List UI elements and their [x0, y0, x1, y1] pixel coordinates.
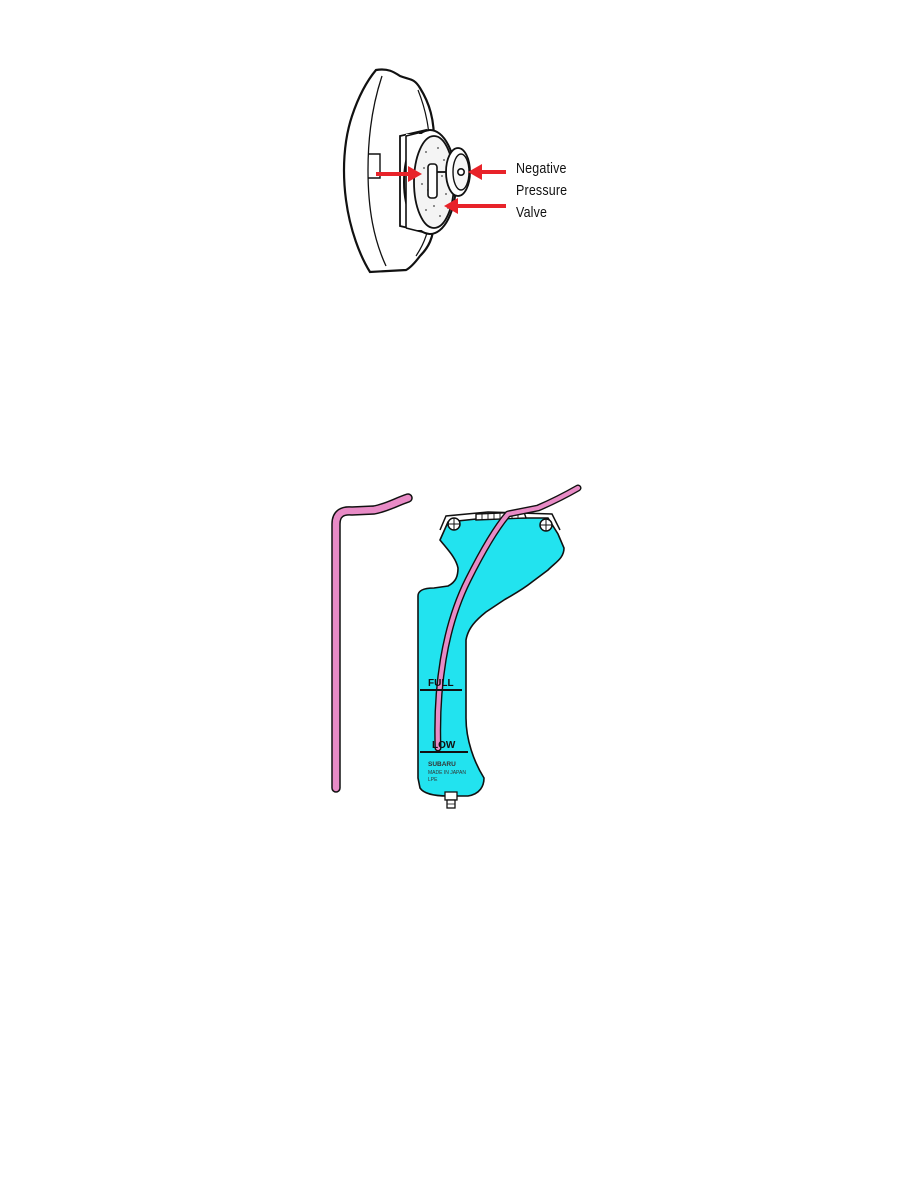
valve-stem-slot [427, 163, 438, 199]
overflow-hose-left [331, 493, 413, 793]
arrow-to-pressure-valve-head [444, 198, 458, 214]
pointer-arrows [376, 164, 506, 214]
radiator-cap-figure [330, 60, 620, 290]
reservoir-tank-drawing: FULL LOW SUBARU MADE IN JAPAN LPE [331, 484, 582, 809]
negative-pressure-valve-callout: Negative Pressure Valve [516, 158, 567, 224]
cap-wing-inner-edge [367, 75, 387, 267]
callout-line-2: Pressure [516, 183, 568, 199]
callout-line-3: Valve [516, 205, 548, 221]
tank-upper-region [422, 524, 558, 688]
negative-valve-center [457, 168, 466, 177]
callout-line-1: Negative [516, 161, 567, 177]
embossed-line-2: LPE [428, 777, 438, 783]
mounting-bracket [439, 511, 561, 531]
reservoir-tank-figure: FULL LOW SUBARU MADE IN JAPAN LPE [318, 478, 600, 818]
radiator-cap-drawing [342, 68, 506, 274]
full-level-label: FULL [428, 678, 454, 689]
bolt-hole-left [447, 517, 461, 531]
embossed-line-1: MADE IN JAPAN [428, 770, 466, 776]
arrow-left-into-valve-head [408, 166, 422, 182]
tank-hose [435, 485, 581, 751]
cap-wing-notch [368, 153, 381, 179]
drain-fitting [444, 791, 458, 809]
arrow-to-negative-valve-head [468, 164, 482, 180]
overflow-hose-left-fill [332, 494, 412, 792]
low-level-label: LOW [432, 740, 456, 751]
embossed-brand: SUBARU [428, 761, 456, 768]
pressure-valve-bottom [405, 227, 431, 235]
bolt-hole-right [539, 518, 553, 532]
pressure-valve-top [405, 129, 431, 137]
